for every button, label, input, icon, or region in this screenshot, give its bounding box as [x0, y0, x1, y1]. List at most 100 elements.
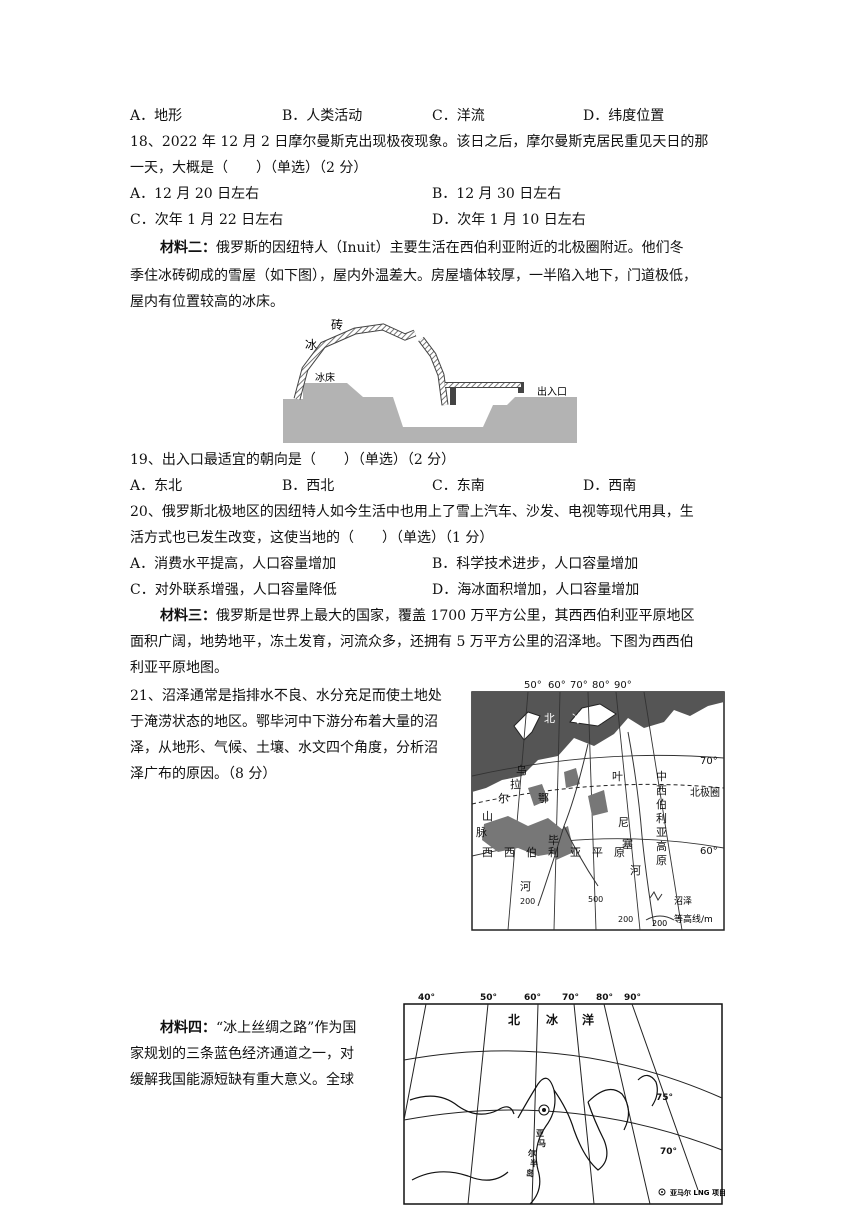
map2-lon-70: 70°	[562, 993, 579, 1003]
q20-option-b: B．科学技术进步，人口容量增加	[432, 556, 639, 572]
map1-plain-6: 平	[592, 846, 603, 859]
material3-line-1: 材料三：俄罗斯是世界上最大的国家，覆盖 1700 万平方公里，其西西伯利亚平原地…	[160, 606, 695, 626]
label-entrance: 出入口	[537, 385, 567, 398]
yamal-map: 40° 50° 60° 70° 80° 90° 75° 70° 北 冰 洋 亚 …	[403, 993, 726, 1205]
map2-lon-80: 80°	[596, 993, 613, 1003]
q20-option-a: A．消费水平提高，人口容量增加	[130, 556, 337, 572]
map1-contour-1: 200	[520, 897, 535, 906]
map1-plateau-2: 西	[656, 784, 667, 797]
q18-option-b: B．12 月 30 日左右	[432, 186, 562, 202]
map1-lon-70: 70°	[570, 680, 588, 691]
q17-option-a: A．地形	[130, 108, 183, 124]
map2-peninsula-2: 马	[538, 1139, 546, 1148]
map2-peninsula-3: 尔	[527, 1148, 536, 1158]
map1-ocean-1: 北	[544, 712, 555, 725]
map1-ural-1: 乌	[516, 763, 527, 777]
map2-lon-60: 60°	[524, 993, 541, 1003]
map1-rivers	[537, 731, 655, 927]
map2-ocean-2: 冰	[546, 1012, 559, 1027]
map1-yenisei-3: 塞	[622, 837, 633, 851]
map1-yenisei-2: 尼	[618, 816, 629, 829]
map2-lon-90: 90°	[624, 993, 641, 1003]
map1-plain-5: 亚	[570, 846, 581, 859]
map1-arctic-label: 北极圈	[690, 786, 720, 799]
map1-ocean-2: 冰	[572, 712, 583, 725]
map2-ocean-1: 北	[508, 1012, 520, 1027]
entrance-tunnel	[445, 382, 524, 405]
q21-line-2: 于淹涝状态的地区。鄂毕河中下游分布着大量的沼	[130, 714, 438, 730]
q21-line-4: 泽广布的原因。（8 分）	[130, 766, 277, 782]
map1-plateau-3: 伯	[656, 797, 667, 811]
map1-legend-contour: 等高线/m	[674, 913, 713, 925]
map1-contour-2: 500	[588, 895, 603, 904]
map1-legend-swamp-icon	[649, 891, 663, 901]
igloo-wall-left-hatch	[294, 324, 416, 400]
map1-peninsula	[569, 703, 617, 727]
map2-lng-marker	[538, 1104, 550, 1116]
map1-lon-60: 60°	[548, 680, 566, 691]
q19-text: 19、出入口最适宜的朝向是（ ）（单选）（2 分）	[130, 452, 456, 468]
map2-ocean-3: 洋	[582, 1012, 594, 1027]
material2-label: 材料二：	[160, 240, 216, 256]
map1-lon-50: 50°	[524, 680, 542, 691]
map2-lon-50: 50°	[480, 993, 497, 1003]
label-ice-bed: 冰床	[315, 371, 335, 384]
map1-ocean-3: 洋	[594, 711, 605, 725]
material4-label: 材料四：	[160, 1020, 216, 1036]
map1-plateau-7: 原	[656, 854, 667, 867]
q20-option-d: D．海冰面积增加，人口容量增加	[432, 582, 640, 598]
map1-plateau-4: 利	[656, 812, 667, 825]
map1-lat-70: 70°	[700, 756, 718, 767]
ground-fill	[283, 383, 577, 443]
map2-parallels	[403, 1050, 723, 1151]
map1-legend-value: 200	[652, 919, 667, 928]
map1-ural-2: 拉	[510, 777, 521, 791]
q21-line-1: 21、沼泽通常是指排水不良、水分充足而使土地处	[130, 688, 442, 704]
material3-line-3: 利亚平原地图。	[130, 660, 228, 676]
map1-ural-4: 山	[482, 810, 493, 823]
material2-line-1: 材料二：俄罗斯的因纽特人（Inuit）主要生活在西伯利亚附近的北极圈附近。他们冬	[160, 238, 684, 258]
material2-line-2: 季住冰砖砌成的雪屋（如下图），屋内外温差大。房屋墙体较厚，一半陷入地下，门道极低…	[130, 268, 697, 284]
map1-ural-5: 脉	[476, 825, 487, 839]
q20-option-c: C．对外联系增强，人口容量降低	[130, 582, 337, 598]
igloo-wall-right-hatch	[419, 337, 448, 406]
map1-ob-3: 河	[520, 880, 531, 893]
q18-line-1: 18、2022 年 12 月 2 日摩尔曼斯克出现极夜现象。该日之后，摩尔曼斯克…	[130, 134, 709, 150]
map1-contour-3: 200	[618, 915, 633, 924]
map1-yenisei-4: 河	[630, 864, 641, 877]
map1-legend-contour-icon	[645, 915, 675, 921]
map2-coastline	[409, 1074, 658, 1205]
material3-label: 材料三：	[160, 608, 216, 624]
map2-peninsula-5: 岛	[526, 1168, 534, 1178]
q17-option-b: B．人类活动	[282, 108, 363, 124]
q19-option-b: B．西北	[282, 478, 335, 494]
map1-plain-3: 伯	[526, 845, 537, 859]
map1-lon-80: 80°	[592, 680, 610, 691]
map1-plain-7: 原	[614, 846, 625, 859]
map2-peninsula-1: 亚	[536, 1129, 544, 1138]
material3-text-1: 俄罗斯是世界上最大的国家，覆盖 1700 万平方公里，其西西伯利亚平原地区	[216, 608, 695, 624]
map2-lat-75: 75°	[656, 1093, 673, 1103]
map1-lon-90: 90°	[614, 680, 632, 691]
q20-line-1: 20、俄罗斯北极地区的因纽特人如今生活中也用上了雪上汽车、沙发、电视等现代用具，…	[130, 504, 694, 520]
q18-option-a: A．12 月 20 日左右	[130, 186, 260, 202]
map2-legend: 亚马尔 LNG 项目	[658, 1188, 726, 1197]
q18-option-c: C．次年 1 月 22 日左右	[130, 212, 284, 228]
map1-arctic-circle	[471, 783, 725, 805]
material2-text-1: 俄罗斯的因纽特人（Inuit）主要生活在西伯利亚附近的北极圈附近。他们冬	[216, 240, 684, 256]
material4-text-1: “冰上丝绸之路”作为国	[216, 1020, 357, 1036]
map1-legend: 沼泽 200 等高线/m	[645, 891, 713, 928]
material4-line-3: 缓解我国能源短缺有重大意义。全球	[130, 1072, 354, 1088]
map1-ural-3: 尔	[498, 792, 509, 805]
label-ice: 冰	[305, 338, 317, 352]
material4-line-2: 家规划的三条蓝色经济通道之一，对	[130, 1046, 354, 1062]
map1-yenisei-1: 叶	[612, 770, 623, 783]
west-siberia-map: 50° 60° 70° 80° 90° 70° 60° 北极圈 北 冰 洋 乌 …	[468, 676, 731, 936]
q21-line-3: 泽，从地形、气候、土壤、水文四个角度，分析沼	[130, 740, 438, 756]
map2-legend-text: 亚马尔 LNG 项目	[670, 1188, 726, 1197]
map1-swamp-patches	[482, 768, 608, 860]
q17-option-c: C．洋流	[432, 108, 485, 124]
material4-line-1: 材料四：“冰上丝绸之路”作为国	[160, 1018, 356, 1038]
map1-plain-4: 利	[548, 846, 559, 859]
map1-plain-1: 西	[482, 846, 493, 859]
